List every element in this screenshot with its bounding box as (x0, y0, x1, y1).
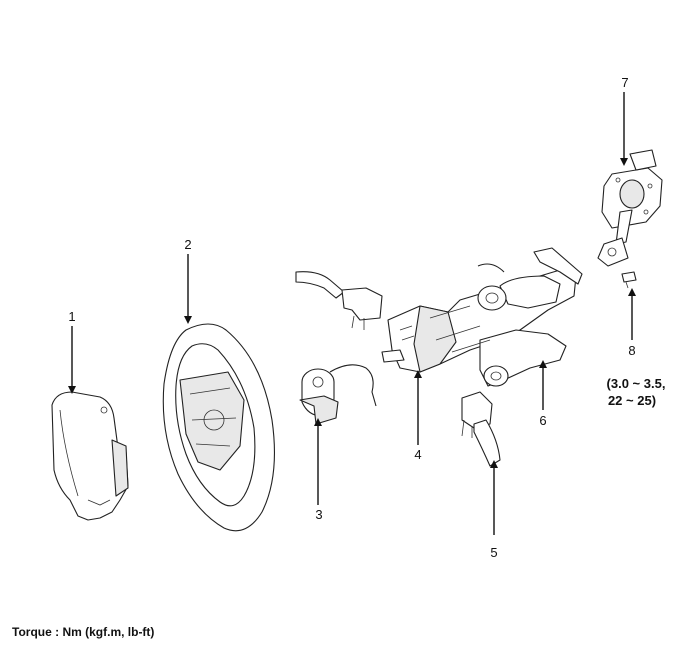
callout-5: 5 (490, 545, 497, 560)
callout-8: 8 (628, 343, 635, 358)
callout-1: 1 (68, 309, 75, 324)
callout-7: 7 (621, 75, 628, 90)
steering-wheel (162, 323, 276, 532)
steering-column-assembly (381, 247, 583, 387)
callout-6: 6 (539, 413, 546, 428)
callout-arrows (68, 92, 636, 535)
bolt (621, 271, 637, 289)
torque-spec-line2: 22 ~ 25) (608, 393, 656, 408)
callout-labels: 1 2 3 4 5 6 7 8 (3.0 ~ 3.5, 22 ~ 25) (68, 75, 665, 560)
callout-4: 4 (414, 447, 421, 462)
wiper-switch (295, 271, 383, 330)
torque-units-caption: Torque : Nm (kgf.m, lb-ft) (12, 625, 155, 639)
clock-spring (299, 364, 377, 425)
callout-3: 3 (315, 507, 322, 522)
torque-spec-line1: (3.0 ~ 3.5, (607, 376, 666, 391)
intermediate-shaft (597, 149, 663, 267)
airbag-module (51, 391, 129, 521)
light-switch (461, 391, 501, 467)
callout-2: 2 (184, 237, 191, 252)
